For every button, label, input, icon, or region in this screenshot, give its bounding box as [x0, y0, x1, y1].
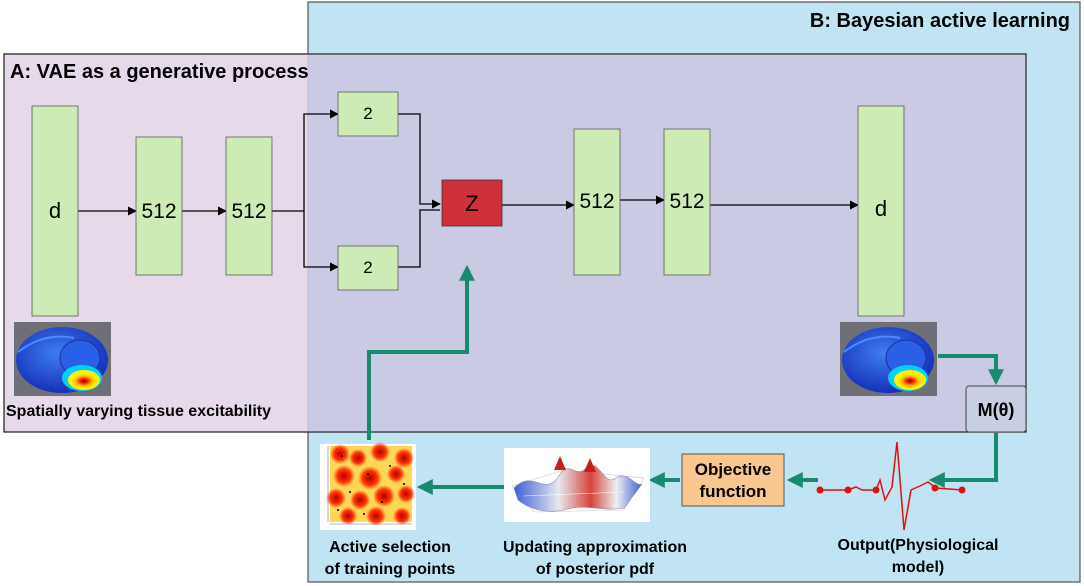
panel-b-title: B: Bayesian active learning	[810, 10, 1070, 32]
encoder-hidden-1	[135, 136, 183, 276]
output-layer	[857, 105, 905, 317]
input-layer	[31, 105, 79, 317]
posterior-surface-plot-icon	[504, 448, 650, 522]
encoder-hidden-2	[225, 136, 273, 276]
active-caption-line1: Active selection	[329, 539, 451, 556]
output-caption-line2: model)	[892, 559, 944, 576]
decoder-hidden-2	[663, 128, 711, 276]
model-box	[965, 385, 1027, 433]
decoder-hidden-1-label: 512	[579, 190, 614, 213]
panel-a-border	[3, 53, 1027, 433]
objective-line2: function	[699, 482, 766, 501]
heart-excitability-map-icon	[14, 322, 111, 396]
decoder-hidden-1	[573, 128, 621, 276]
output-layer-label: d	[875, 196, 887, 221]
ecg-signal-icon	[816, 441, 966, 531]
model-label: M(θ)	[978, 400, 1015, 420]
tissue-caption: Spatially varying tissue excitability	[6, 403, 271, 420]
update-caption-line2: of posterior pdf	[536, 561, 655, 578]
mu-layer	[337, 91, 399, 137]
active-learning-arrows	[367, 264, 1004, 495]
encoder-hidden-2-label: 512	[231, 200, 266, 223]
encoder: d 512 512 2 2	[31, 91, 399, 317]
sigma-layer-label: 2	[363, 258, 372, 277]
active-caption-line2: of training points	[325, 561, 456, 578]
mu-layer-label: 2	[363, 104, 372, 123]
input-layer-label: d	[49, 198, 61, 223]
encoder-connectors	[78, 109, 859, 272]
heart-excitability-map-icon	[840, 322, 937, 396]
update-caption-line1: Updating approximation	[503, 539, 687, 556]
decoder: 512 512 d	[573, 105, 905, 317]
output-caption-line1: Output(Physiological	[838, 537, 999, 554]
decoder-hidden-2-label: 512	[669, 190, 704, 213]
latent-z-label: Z	[465, 191, 478, 216]
objective-box	[681, 453, 785, 507]
panel-a-title: A: VAE as a generative process	[10, 61, 309, 83]
encoder-hidden-1-label: 512	[141, 200, 176, 223]
sigma-layer	[337, 245, 399, 291]
latent-z	[441, 179, 503, 227]
acquisition-heatmap-icon	[320, 442, 416, 530]
objective-line1: Objective	[695, 460, 772, 479]
